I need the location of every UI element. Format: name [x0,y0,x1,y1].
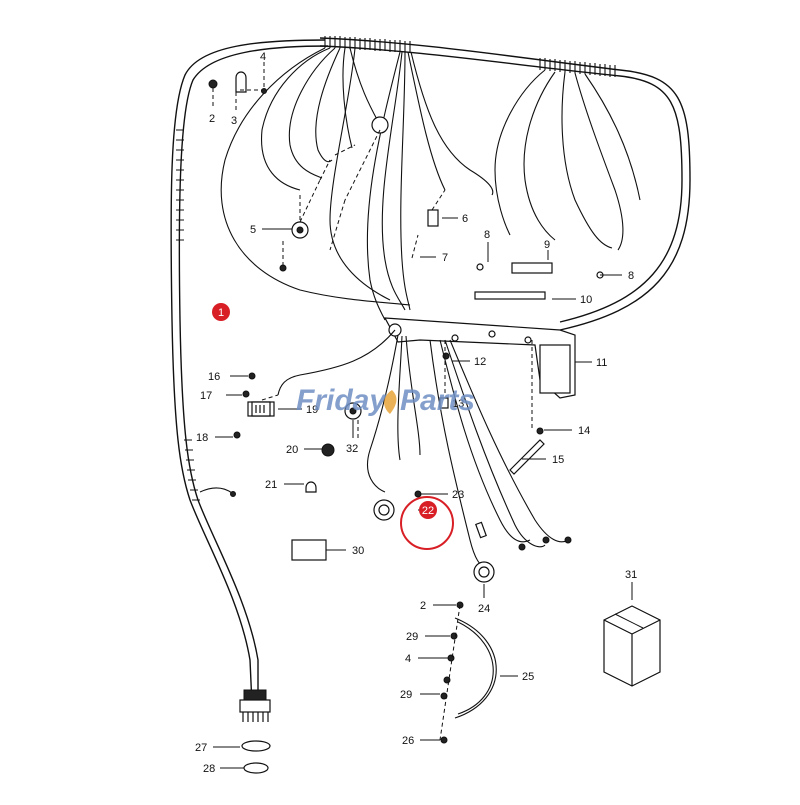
highlight-ring [400,496,454,550]
callout-1: 1 [218,307,224,319]
callout-31: 31 [625,569,637,581]
callout-22: 22 [422,505,434,517]
callout-13: 13 [452,398,464,410]
o-ring [243,762,269,774]
left-parts [233,372,362,493]
top-harness [220,36,691,331]
grommet [241,740,271,752]
lower-wires [277,329,569,569]
callout-17: 17 [200,390,212,402]
connectors [373,490,572,583]
callout-25: 25 [522,671,534,683]
mounting-bracket [383,317,576,399]
callout-24: 24 [478,603,490,615]
callout-29-upper: 29 [406,631,418,643]
dashed-leaders [212,62,549,440]
watermark: Friday Parts [296,384,475,417]
label-plate [291,539,327,561]
callout-4-top: 4 [260,51,266,63]
callout-23: 23 [452,489,464,501]
watermark-text-b: Parts [400,384,475,417]
callout-4-lower: 4 [405,653,411,665]
callout-15: 15 [552,454,564,466]
callout-20: 20 [286,444,298,456]
callout-12: 12 [474,356,486,368]
callout-22-badge [419,501,437,519]
callout-32: 32 [346,443,358,455]
callout-26: 26 [402,735,414,747]
callout-18: 18 [196,432,208,444]
top-braid [324,36,616,77]
callout-2-lower: 2 [420,600,426,612]
replacement-box [603,605,661,687]
callout-28: 28 [203,763,215,775]
callout-8-right: 8 [628,270,634,282]
callout-29-lower: 29 [400,689,412,701]
callout-21: 21 [265,479,277,491]
callout-16: 16 [208,371,220,383]
sub-harness [439,601,497,744]
callout-7: 7 [442,252,448,264]
callout-1-badge [212,303,230,321]
watermark-leaf-icon [384,390,397,414]
callout-14: 14 [578,425,590,437]
callout-27: 27 [195,742,207,754]
watermark-text-a: Friday [296,384,387,417]
callout-3: 3 [231,115,237,127]
callout-labels: 1 2 3 4 5 6 7 8 8 9 10 11 12 13 14 15 16… [195,51,637,775]
callout-5: 5 [250,224,256,236]
callout-10: 10 [580,294,592,306]
callout-11: 11 [596,357,607,369]
callout-6: 6 [462,213,468,225]
callout-30: 30 [352,545,364,557]
small-parts [208,71,604,475]
callout-19: 19 [306,404,318,416]
callout-2-top: 2 [209,113,215,125]
main-harness [170,39,329,722]
callout-9: 9 [544,239,550,251]
callout-8-left: 8 [484,229,490,241]
